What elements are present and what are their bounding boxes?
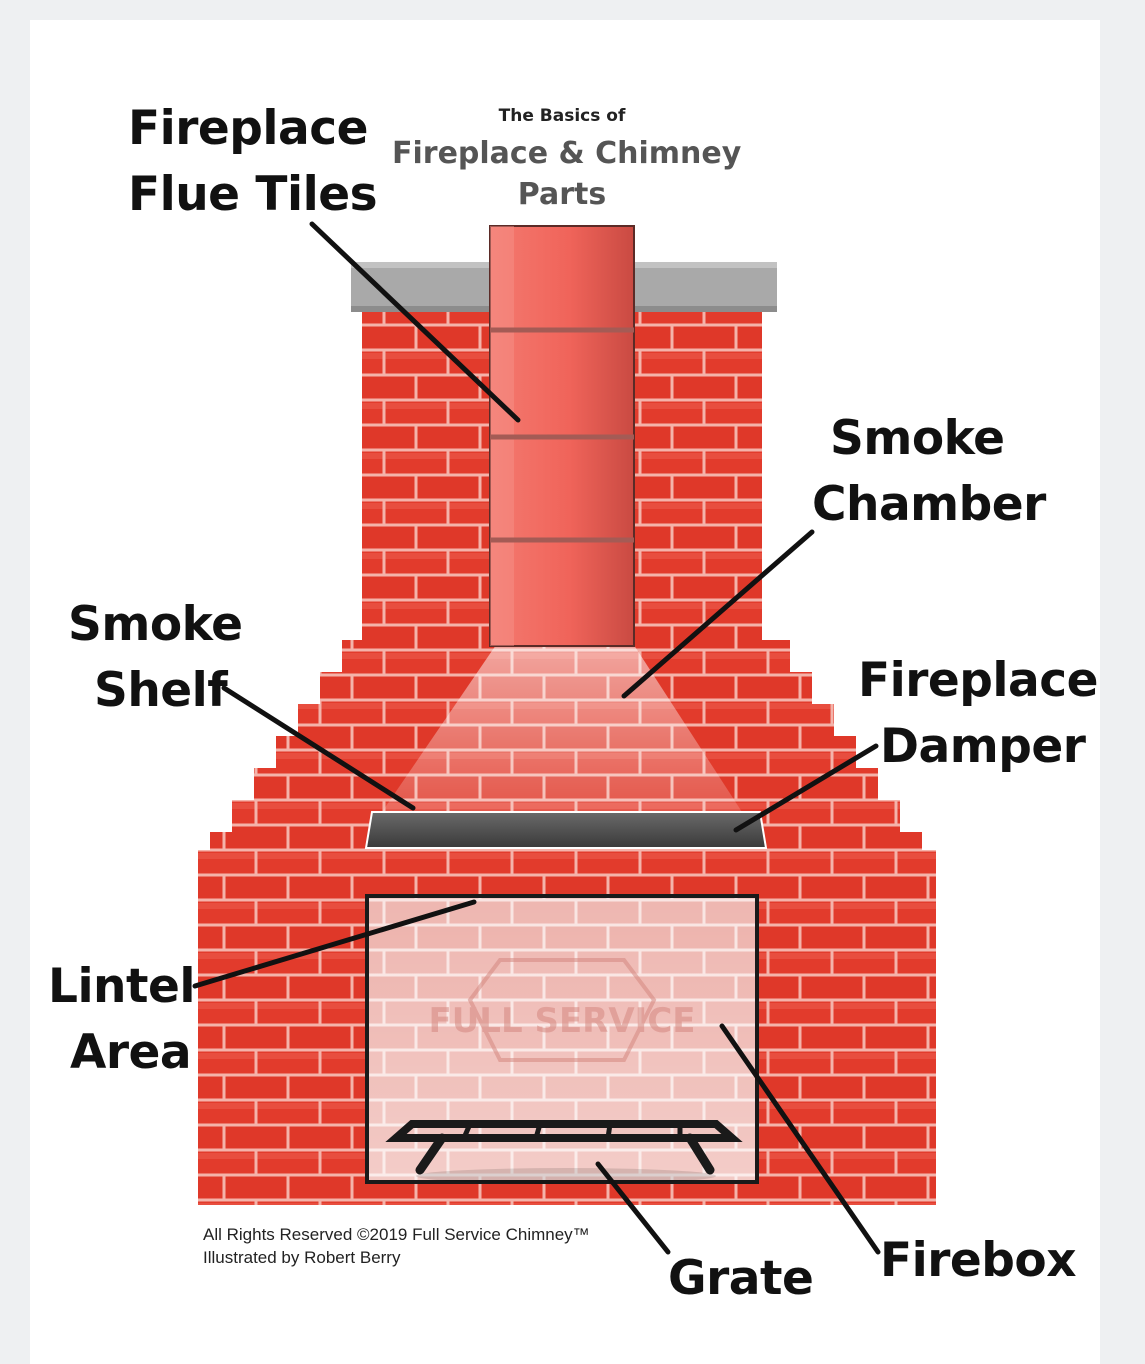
leader-lines	[192, 221, 881, 1255]
leader-smoke-chamber	[621, 529, 815, 699]
leader-grate	[595, 1161, 671, 1255]
label-flue-tiles: Fireplace Flue Tiles	[128, 96, 378, 228]
label-damper-line1: Fireplace	[858, 653, 1098, 708]
label-damper-line2: Damper	[880, 719, 1086, 774]
label-lintel-line2: Area	[70, 1025, 192, 1080]
label-damper: Fireplace Damper	[858, 648, 1098, 780]
label-firebox: Firebox	[880, 1233, 1077, 1288]
copyright-line: All Rights Reserved ©2019 Full Service C…	[203, 1225, 590, 1244]
title-line-3: Parts	[517, 177, 607, 212]
leader-damper	[733, 743, 879, 833]
fireplace-grate	[385, 1120, 743, 1184]
label-flue-tiles-line1: Fireplace	[128, 101, 368, 156]
label-smoke-shelf-line1: Smoke	[68, 597, 243, 652]
title-line-1: The Basics of	[498, 106, 626, 126]
label-smoke-chamber-line2: Chamber	[812, 477, 1046, 532]
label-smoke-chamber-line1: Smoke	[830, 411, 1005, 466]
title-line-2: Fireplace & Chimney	[392, 136, 742, 171]
copyright-credits: All Rights Reserved ©2019 Full Service C…	[203, 1223, 590, 1269]
leader-firebox	[719, 1023, 881, 1255]
fireplace-damper	[364, 811, 768, 849]
label-lintel: Lintel Area	[48, 954, 195, 1086]
leader-lintel	[192, 899, 477, 989]
label-smoke-shelf: Smoke Shelf	[68, 592, 243, 724]
smoke-chamber-area	[382, 642, 742, 812]
flue-tiles	[489, 225, 635, 647]
label-smoke-shelf-line2: Shelf	[94, 663, 228, 718]
watermark-logo: FULL SERVICE	[428, 958, 696, 1062]
watermark-text: FULL SERVICE	[428, 1001, 695, 1041]
label-smoke-chamber: Smoke Chamber	[812, 406, 1046, 538]
label-flue-tiles-line2: Flue Tiles	[128, 167, 378, 222]
leader-flue-tiles	[309, 221, 521, 423]
leader-smoke-shelf	[221, 685, 416, 811]
illustrator-line: Illustrated by Robert Berry	[203, 1248, 401, 1267]
label-lintel-line1: Lintel	[48, 959, 195, 1014]
label-grate: Grate	[668, 1251, 814, 1306]
